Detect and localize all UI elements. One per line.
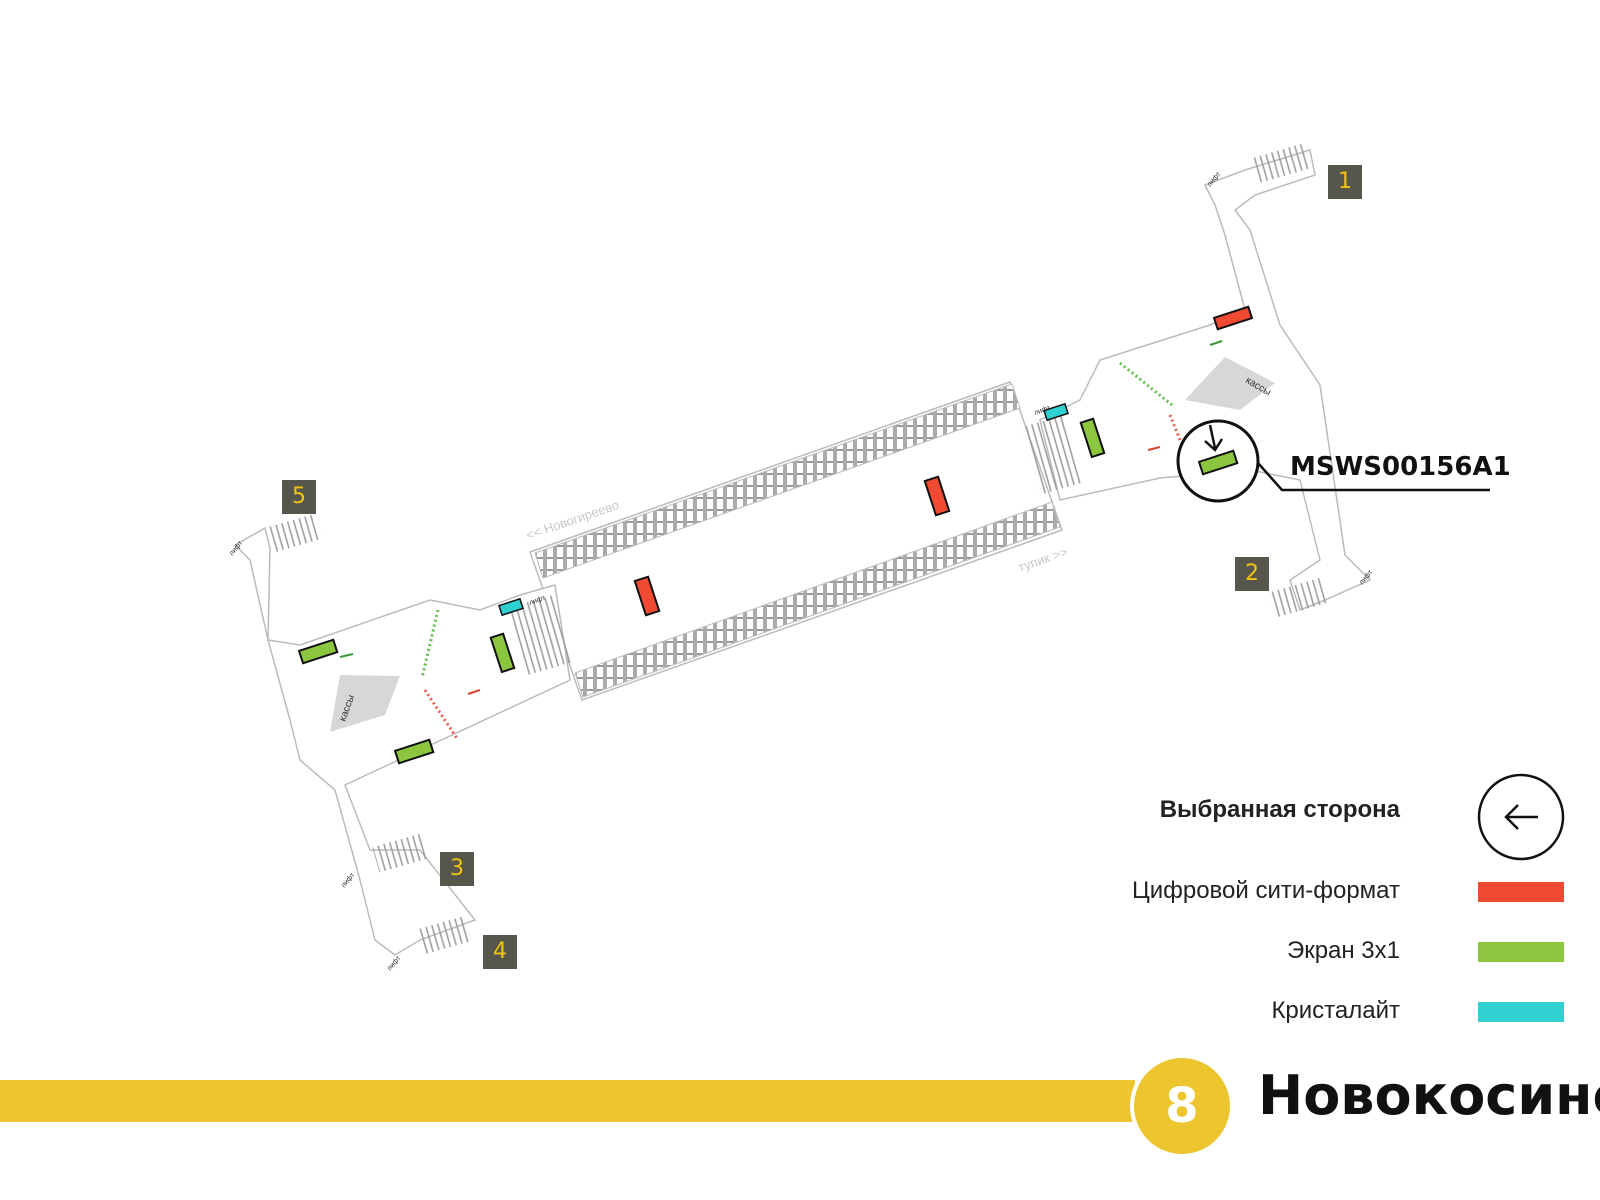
- exit-badge-5: 5: [282, 480, 316, 514]
- metro-line-bar: [0, 1080, 1135, 1122]
- turnstiles: [339, 340, 1223, 741]
- exit-badge-4: 4: [483, 935, 517, 969]
- legend-selected-side-icon: [1477, 773, 1565, 861]
- legend-selected-side-label: Выбранная сторона: [1159, 796, 1400, 823]
- legend-city-format-swatch: [1478, 882, 1564, 902]
- city-format-marker: [633, 575, 661, 617]
- city-format-marker: [923, 475, 951, 517]
- crystalite-marker: [498, 597, 524, 617]
- east-vestibule: [1021, 142, 1372, 618]
- city-format-marker: [1212, 305, 1254, 331]
- exit-badge-1: 1: [1328, 165, 1362, 199]
- station-name: Новокосино: [1258, 1064, 1600, 1127]
- screen-3x1-marker: [1079, 417, 1106, 459]
- legend-item-label: Цифровой сити-формат: [1131, 877, 1400, 904]
- exit-badge-3: 3: [440, 852, 474, 886]
- ad-placements: [297, 305, 1254, 765]
- west-vestibule: [233, 513, 572, 956]
- selected-ad-id: MSWS00156A1: [1290, 452, 1511, 482]
- lift-label: лифт: [340, 871, 357, 889]
- legend-screen-3x1-swatch: [1478, 942, 1564, 962]
- legend-item-label: Кристалайт: [1271, 997, 1400, 1024]
- screen-3x1-marker: [393, 738, 435, 765]
- selected-ad-highlight: [1176, 419, 1490, 503]
- lift-label: лифт: [386, 954, 403, 972]
- crystalite-marker: [1043, 402, 1069, 422]
- screen-3x1-marker: [489, 632, 516, 674]
- line-number-badge: 8: [1130, 1054, 1234, 1158]
- legend-crystalite-swatch: [1478, 1002, 1564, 1022]
- direction-right-label: тупик >>: [1016, 544, 1069, 575]
- exit-badge-2: 2: [1235, 557, 1269, 591]
- legend-item-label: Экран 3x1: [1286, 937, 1400, 964]
- platform-area: [529, 381, 1063, 701]
- screen-3x1-marker: [297, 638, 339, 665]
